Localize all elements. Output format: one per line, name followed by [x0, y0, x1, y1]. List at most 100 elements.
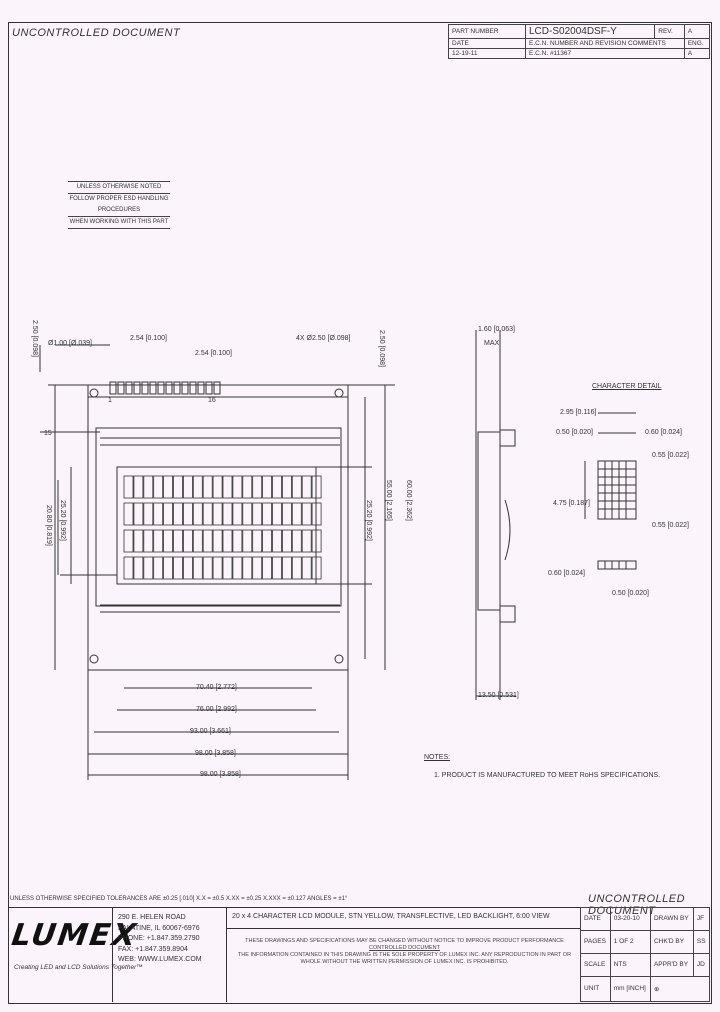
mounting-hole-bl — [89, 654, 99, 664]
unit-label: UNIT — [580, 975, 611, 1003]
character-cell — [133, 475, 144, 499]
character-cell — [222, 475, 233, 499]
drawn-value: JF — [692, 907, 711, 931]
notes-line-3: WHEN WORKING WITH THIS PART — [68, 217, 170, 229]
character-cell — [153, 556, 164, 580]
dim-height-aa: 20.80 [0.819] — [45, 505, 52, 546]
character-cell — [262, 475, 273, 499]
uncontrolled-label-top: UNCONTROLLED DOCUMENT — [12, 27, 181, 39]
notes-text: 1. PRODUCT IS MANUFACTURED TO MEET RoHS … — [434, 772, 661, 779]
character-cell — [242, 502, 253, 526]
address-line-3: PHONE: +1.847.359.2790 — [118, 935, 200, 942]
address-line-5: WEB: WWW.LUMEX.COM — [118, 956, 202, 963]
dim-aa-width: 70.40 [2.772] — [196, 684, 237, 691]
character-cell — [311, 502, 322, 526]
character-cell — [281, 475, 292, 499]
character-cell — [173, 475, 183, 499]
character-cell — [143, 529, 154, 553]
character-cell — [222, 529, 233, 553]
character-cell — [252, 529, 263, 553]
character-cell — [242, 556, 253, 580]
approval-table: DATE 03-20-10 DRAWN BY JF PAGES 1 OF 2 C… — [580, 907, 711, 1003]
dim-height-mid: 55.00 [2.165] — [385, 480, 392, 521]
character-cell — [301, 529, 312, 553]
character-cell — [163, 529, 174, 553]
character-cell — [262, 556, 273, 580]
character-cell — [202, 529, 213, 553]
dim-hole: 4X Ø2.50 [Ø.098] — [296, 335, 351, 342]
char-gap: 0.60 [0.024] — [645, 429, 682, 436]
character-cell — [192, 556, 203, 580]
notes-title: NOTES: — [424, 754, 451, 761]
address-line-4: FAX: +1.847.359.8904 — [118, 945, 188, 953]
unit-value: mm [INCH] — [609, 975, 651, 1003]
date-label: DATE — [580, 907, 611, 931]
scale-label: SCALE — [580, 952, 611, 977]
drawing-frame — [8, 22, 712, 1004]
character-cell — [272, 529, 282, 553]
character-cell — [143, 556, 154, 580]
chkd-label: CHK'D BY — [649, 929, 694, 954]
legal-block: THESE DRAWINGS AND SPECIFICATIONS MAY BE… — [232, 938, 577, 966]
character-cell — [123, 502, 134, 526]
dim-holes-width: 93.00 [3.661] — [190, 728, 231, 735]
character-cell — [123, 529, 134, 553]
character-cell — [232, 502, 243, 526]
character-cell — [123, 556, 134, 580]
character-cell — [262, 502, 273, 526]
character-cell — [281, 529, 292, 553]
character-cell — [272, 556, 282, 580]
character-cell — [281, 502, 292, 526]
legal-line-1: THESE DRAWINGS AND SPECIFICATIONS MAY BE… — [245, 938, 564, 944]
dim-top: 2.50 [0.098] — [378, 330, 385, 367]
notes-line-1: UNLESS OTHERWISE NOTED — [68, 181, 170, 194]
character-cell — [301, 556, 312, 580]
character-cell — [212, 475, 223, 499]
dim-height-outer: 60.00 [2.362] — [405, 480, 412, 521]
character-cell — [202, 556, 213, 580]
character-cell — [182, 502, 193, 526]
character-cell — [143, 502, 154, 526]
character-cell — [222, 502, 233, 526]
character-cell — [182, 475, 193, 499]
character-cell — [182, 556, 193, 580]
side-view-connector-bottom — [499, 605, 516, 623]
character-cell — [163, 556, 174, 580]
character-cell — [212, 502, 223, 526]
character-cell — [232, 529, 243, 553]
character-cell — [272, 502, 282, 526]
character-cell — [242, 529, 253, 553]
tolerances: UNLESS OTHERWISE SPECIFIED TOLERANCES AR… — [10, 896, 348, 902]
character-cell — [202, 502, 213, 526]
character-cell — [173, 502, 183, 526]
legal-line-2: CONTROLLED DOCUMENT — [369, 945, 440, 951]
dim-top-left: 2.50 [0.098] — [31, 320, 38, 357]
dim-side-max: MAX — [484, 340, 500, 347]
character-cell — [291, 556, 302, 580]
character-cell — [133, 529, 144, 553]
character-cell — [212, 529, 223, 553]
char-width: 2.95 [0.116] — [560, 409, 597, 416]
character-cell — [192, 502, 203, 526]
character-cell — [192, 475, 203, 499]
date-value: 03-20-10 — [609, 907, 651, 931]
character-cell — [301, 475, 312, 499]
character-grid — [123, 475, 322, 580]
address-block: 290 E. HELEN ROAD PALATINE, IL 60067-697… — [118, 913, 202, 966]
address-line-2: PALATINE, IL 60067-6976 — [118, 924, 200, 932]
char-gap-2: 0.60 [0.024] — [548, 570, 585, 577]
projection-icon: ⊕ — [653, 985, 660, 993]
character-cell — [281, 556, 292, 580]
row-eng: A — [683, 48, 711, 59]
character-cell — [133, 502, 144, 526]
character-cell — [182, 529, 193, 553]
pages-label: PAGES — [580, 929, 611, 954]
apprd-value: JD — [692, 952, 711, 977]
dim-pitch: 2.54 [0.100] — [130, 335, 167, 342]
character-cell — [252, 475, 263, 499]
lumex-tagline: Creating LED and LCD Solutions Together™ — [14, 964, 143, 971]
mounting-hole-br — [334, 654, 344, 664]
character-cell — [232, 556, 243, 580]
legal-line-3: THE INFORMATION CONTAINED IN THIS DRAWIN… — [237, 952, 572, 965]
address-line-1: 290 E. HELEN ROAD — [118, 914, 186, 921]
